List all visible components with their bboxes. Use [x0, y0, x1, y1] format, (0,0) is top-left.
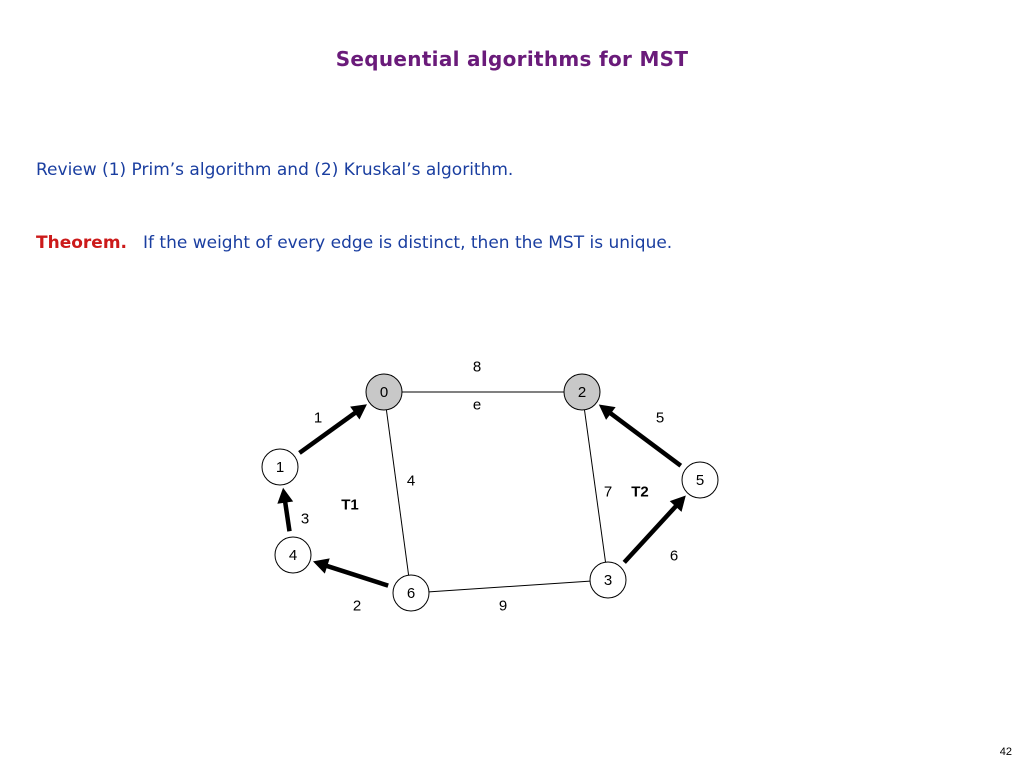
node-0-label: 0	[380, 384, 388, 401]
edge-weight-0-6: 4	[407, 473, 415, 490]
nodes-group: 0 2 1 5 4 6 3	[261, 373, 719, 612]
node-0-circle	[365, 373, 403, 411]
edge-weight-3-5: 6	[670, 548, 678, 565]
arrowhead-6-4	[312, 558, 330, 574]
node-4-circle	[274, 536, 312, 574]
node-6-label: 6	[407, 585, 415, 602]
review-text: Review (1) Prim’s algorithm and (2) Krus…	[36, 160, 514, 180]
theorem-text: If the weight of every edge is distinct,…	[143, 233, 673, 253]
edge-name-label: e	[473, 397, 481, 414]
arrowhead-3-5	[669, 495, 686, 512]
node-2-circle	[563, 373, 601, 411]
edge-weight-6-4: 2	[353, 598, 361, 615]
tree-label-t2: T2	[631, 484, 649, 501]
edge-labels-group: 8 e 4 7 9 1 3 2 5 6 T1 T2	[301, 359, 678, 615]
tree-edge-3-5	[622, 503, 679, 564]
node-3-circle	[589, 561, 627, 599]
edge-weight-4-1: 3	[301, 511, 309, 528]
edge-weight-0-2: 8	[473, 359, 481, 376]
arrowhead-4-1	[277, 487, 294, 504]
tree-edge-5-2	[607, 410, 683, 468]
arrowhead-5-2	[598, 404, 616, 420]
edge-2-3	[583, 409, 607, 563]
edge-6-3	[428, 580, 591, 593]
edge-weight-5-2: 5	[656, 410, 664, 427]
page-number: 42	[999, 746, 1012, 758]
node-2-label: 2	[578, 384, 586, 401]
node-4-label: 4	[289, 547, 297, 564]
arrowhead-1-0	[350, 404, 367, 420]
edge-weight-1-0: 1	[314, 410, 322, 427]
theorem-line: Theorem. If the weight of every edge is d…	[36, 233, 672, 253]
node-1-circle	[261, 448, 299, 486]
edges-group	[277, 391, 686, 593]
node-5-label: 5	[696, 472, 704, 489]
slide-title: Sequential algorithms for MST	[335, 47, 689, 71]
node-1-label: 1	[276, 459, 284, 476]
edge-weight-6-3: 9	[499, 598, 507, 615]
node-3-label: 3	[604, 572, 612, 589]
tree-edge-1-0	[298, 410, 358, 455]
tree-edge-4-1	[282, 500, 292, 532]
node-6-circle	[392, 574, 430, 612]
edge-weight-2-3: 7	[604, 484, 612, 501]
edge-0-6	[385, 409, 410, 576]
theorem-label: Theorem.	[36, 233, 127, 253]
tree-label-t1: T1	[341, 497, 359, 514]
tree-edge-6-4	[324, 563, 389, 588]
node-5-circle	[681, 461, 719, 499]
